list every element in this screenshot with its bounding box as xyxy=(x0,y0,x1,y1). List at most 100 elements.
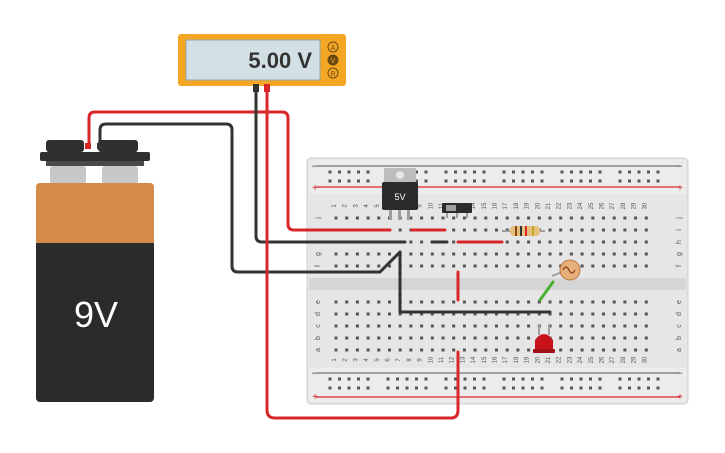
breadboard-hole[interactable] xyxy=(540,386,544,390)
breadboard-hole[interactable] xyxy=(462,216,466,220)
breadboard-hole[interactable] xyxy=(560,179,564,183)
breadboard-hole[interactable] xyxy=(623,264,627,268)
breadboard-hole[interactable] xyxy=(527,264,531,268)
breadboard-hole[interactable] xyxy=(409,264,413,268)
breadboard-hole[interactable] xyxy=(569,216,573,220)
breadboard-hole[interactable] xyxy=(338,377,341,381)
breadboard-hole[interactable] xyxy=(569,348,573,352)
breadboard-hole[interactable] xyxy=(388,324,391,328)
breadboard-hole[interactable] xyxy=(347,386,351,390)
breadboard-hole[interactable] xyxy=(398,348,402,352)
probe-jack-black[interactable] xyxy=(253,84,259,92)
breadboard-hole[interactable] xyxy=(579,170,583,174)
breadboard-hole[interactable] xyxy=(612,264,616,268)
breadboard-hole[interactable] xyxy=(409,324,413,328)
breadboard-hole[interactable] xyxy=(473,377,476,381)
breadboard-hole[interactable] xyxy=(602,264,605,268)
breadboard-hole[interactable] xyxy=(516,336,520,340)
breadboard-hole[interactable] xyxy=(334,264,338,268)
breadboard-hole[interactable] xyxy=(366,179,370,183)
breadboard-hole[interactable] xyxy=(589,179,592,183)
breadboard-hole[interactable] xyxy=(628,179,631,183)
breadboard-hole[interactable] xyxy=(441,216,445,220)
breadboard-hole[interactable] xyxy=(589,386,592,390)
breadboard-hole[interactable] xyxy=(537,264,541,268)
breadboard-hole[interactable] xyxy=(634,264,638,268)
breadboard-hole[interactable] xyxy=(527,240,531,244)
breadboard-hole[interactable] xyxy=(405,386,409,390)
breadboard-hole[interactable] xyxy=(377,252,381,256)
breadboard-hole[interactable] xyxy=(463,170,467,174)
breadboard-hole[interactable] xyxy=(482,170,486,174)
breadboard-hole[interactable] xyxy=(357,377,360,381)
breadboard-hole[interactable] xyxy=(334,252,338,256)
breadboard-hole[interactable] xyxy=(409,240,413,244)
breadboard-hole[interactable] xyxy=(579,179,583,183)
breadboard-hole[interactable] xyxy=(527,216,531,220)
breadboard-hole[interactable] xyxy=(355,264,359,268)
breadboard-hole[interactable] xyxy=(482,377,486,381)
breadboard-hole[interactable] xyxy=(495,348,498,352)
breadboard-hole[interactable] xyxy=(454,179,457,183)
breadboard-hole[interactable] xyxy=(495,336,498,340)
breadboard-hole[interactable] xyxy=(345,348,349,352)
breadboard-hole[interactable] xyxy=(512,377,515,381)
breadboard-hole[interactable] xyxy=(377,324,381,328)
breadboard-hole[interactable] xyxy=(482,386,486,390)
breadboard-hole[interactable] xyxy=(560,170,564,174)
breadboard-hole[interactable] xyxy=(570,377,573,381)
breadboard-hole[interactable] xyxy=(612,252,616,256)
breadboard-hole[interactable] xyxy=(396,386,399,390)
breadboard-hole[interactable] xyxy=(656,170,660,174)
multimeter[interactable]: 5.00 V A V R xyxy=(178,34,346,92)
jumper-green[interactable] xyxy=(538,280,555,302)
breadboard-hole[interactable] xyxy=(656,377,660,381)
breadboard-hole[interactable] xyxy=(644,300,648,304)
breadboard-hole[interactable] xyxy=(644,264,648,268)
breadboard-hole[interactable] xyxy=(484,300,488,304)
breadboard-hole[interactable] xyxy=(482,179,486,183)
breadboard-hole[interactable] xyxy=(512,179,515,183)
breadboard-hole[interactable] xyxy=(591,216,595,220)
breadboard-hole[interactable] xyxy=(347,377,351,381)
breadboard-hole[interactable] xyxy=(634,324,638,328)
breadboard-hole[interactable] xyxy=(357,170,360,174)
breadboard-hole[interactable] xyxy=(409,300,413,304)
breadboard-hole[interactable] xyxy=(473,228,477,232)
breadboard-hole[interactable] xyxy=(637,386,641,390)
breadboard-hole[interactable] xyxy=(579,386,583,390)
breadboard-hole[interactable] xyxy=(602,336,605,340)
breadboard-hole[interactable] xyxy=(580,348,584,352)
breadboard-hole[interactable] xyxy=(430,312,434,316)
breadboard-hole[interactable] xyxy=(345,324,349,328)
breadboard-hole[interactable] xyxy=(441,312,445,316)
breadboard-hole[interactable] xyxy=(495,312,498,316)
breadboard-hole[interactable] xyxy=(634,240,638,244)
breadboard-hole[interactable] xyxy=(484,324,488,328)
breadboard-hole[interactable] xyxy=(602,216,605,220)
breadboard-hole[interactable] xyxy=(338,386,341,390)
breadboard-hole[interactable] xyxy=(505,348,509,352)
breadboard-hole[interactable] xyxy=(430,300,434,304)
breadboard-hole[interactable] xyxy=(602,240,605,244)
breadboard-hole[interactable] xyxy=(473,348,477,352)
breadboard-hole[interactable] xyxy=(452,240,456,244)
breadboard-hole[interactable] xyxy=(452,252,456,256)
breadboard-hole[interactable] xyxy=(537,240,541,244)
battery-terminal-positive[interactable] xyxy=(50,166,86,184)
breadboard-hole[interactable] xyxy=(505,324,509,328)
breadboard-hole[interactable] xyxy=(430,336,434,340)
breadboard-hole[interactable] xyxy=(527,324,531,328)
breadboard-hole[interactable] xyxy=(484,216,488,220)
breadboard-hole[interactable] xyxy=(473,252,477,256)
breadboard-hole[interactable] xyxy=(602,300,605,304)
breadboard-hole[interactable] xyxy=(623,336,627,340)
breadboard-hole[interactable] xyxy=(388,300,391,304)
breadboard-hole[interactable] xyxy=(512,170,515,174)
breadboard-hole[interactable] xyxy=(398,324,402,328)
breadboard-hole[interactable] xyxy=(452,300,456,304)
breadboard-hole[interactable] xyxy=(598,377,602,381)
breadboard-hole[interactable] xyxy=(334,216,338,220)
breadboard-hole[interactable] xyxy=(537,300,541,304)
breadboard-hole[interactable] xyxy=(516,216,520,220)
